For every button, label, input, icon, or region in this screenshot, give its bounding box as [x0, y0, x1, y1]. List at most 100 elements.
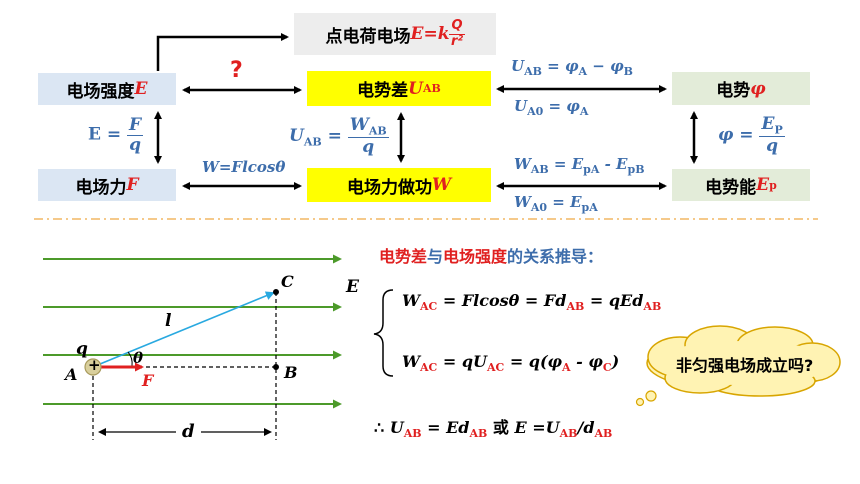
eq-ua0-U: U: [514, 97, 528, 115]
line2-t4: ): [611, 352, 620, 371]
field-work-symbol: W: [431, 175, 452, 195]
point-charge-field-box: 点电荷电场 E = k Q r²: [294, 13, 496, 55]
eq-phi-fraction: EP q: [759, 114, 785, 157]
eq-U-num: WAB: [347, 115, 389, 139]
line1-sub1: AC: [419, 300, 438, 314]
heading-and: 与: [427, 247, 444, 266]
eq-phi-num-E: E: [761, 114, 775, 134]
label-B: B: [284, 363, 298, 382]
label-l: l: [165, 311, 172, 331]
eq-U-den: q: [362, 137, 375, 158]
point-charge-field-E: E: [410, 24, 424, 44]
field-work-text: 电场力做功: [346, 177, 432, 198]
line3-therefore: ∴: [374, 418, 385, 437]
line3-sub4: AB: [594, 427, 613, 441]
eq-phi-lhs: φ =: [718, 125, 754, 146]
point-charge-field-eq: =: [423, 24, 438, 44]
line3-t3: /d: [577, 418, 595, 437]
field-force-symbol: F: [126, 175, 139, 195]
eq-wab-s1: pA: [583, 163, 600, 176]
point-charge-field-text: 点电荷电场: [325, 26, 411, 47]
eq-wa0-mid: = E: [547, 193, 582, 211]
label-E: E: [346, 277, 359, 297]
eq-U-num-sub: AB: [368, 124, 387, 138]
eq-uab-sa: A: [578, 65, 588, 78]
label-F: F: [142, 371, 154, 390]
eq-wab-W: W: [514, 155, 531, 173]
eq-ua0-sa: A: [579, 105, 589, 118]
charge-plus: +: [88, 356, 101, 374]
eq-uab-mid: − φ: [587, 57, 624, 75]
potential-difference-symbol: U: [408, 78, 423, 99]
eq-E-lhs: E =: [88, 124, 122, 145]
eq-uab-sb: B: [623, 65, 633, 78]
eq-Ua0-phiA: UA0 = φA: [514, 97, 588, 118]
derivation-heading: 电势差与电场强度的关系推导：: [379, 243, 603, 267]
heading-potential-diff: 电势差: [379, 247, 428, 266]
eq-wa0-s1: pA: [581, 201, 598, 214]
charge-circle: [84, 358, 102, 376]
label-d: d: [176, 421, 201, 442]
eq-wab-s2: pB: [627, 163, 645, 176]
arrow-strength-to-pointcharge: [156, 33, 289, 71]
eq-U-equals: =: [321, 126, 342, 147]
label-theta: θ: [133, 349, 144, 367]
line2-sub4: C: [602, 361, 612, 375]
l-vector: [99, 291, 275, 365]
line2-sub3: A: [562, 361, 571, 375]
line3-sub3: AB: [559, 427, 578, 441]
cloud-text: 非匀强电场成立吗?: [676, 356, 814, 375]
point-charge-fraction: Q r²: [449, 18, 465, 49]
potential-energy-symbol: E: [756, 175, 770, 195]
derivation-line-3: ∴ UAB = EdAB 或 E =UAB/dAB: [374, 414, 612, 440]
potential-difference-sub: AB: [422, 82, 441, 95]
heading-field-strength: 电场强度: [443, 247, 508, 266]
label-C: C: [281, 272, 294, 291]
eq-U-num-W: W: [349, 115, 369, 135]
eq-ua0-rest: = φ: [543, 97, 580, 115]
question-mark: ?: [230, 58, 243, 83]
field-strength-text: 电场强度: [66, 81, 135, 102]
potential-energy-sub: p: [769, 178, 777, 192]
line3-t2: E =U: [514, 418, 560, 437]
line3-or: 或: [487, 418, 515, 437]
point-charge-numerator: Q: [449, 18, 465, 35]
line2-t1: = qU: [437, 352, 487, 371]
eq-E-fraction: F q: [127, 115, 144, 154]
field-strength-symbol: E: [134, 79, 148, 99]
eq-W-Flcos: W=Flcosθ: [202, 158, 286, 176]
point-B: [273, 364, 279, 370]
line3-sub1: AB: [403, 427, 422, 441]
theta-arc: [127, 351, 133, 367]
potential-difference-text: 电势差: [357, 81, 409, 101]
eq-wab-mid: = E: [548, 155, 584, 173]
eq-Uab-phiA-phiB: UAB = φA − φB: [511, 57, 633, 78]
eq-phi-num: EP: [759, 114, 785, 138]
line1-sub2: AB: [566, 300, 585, 314]
eq-Wab-Epa-Epb: WAB = EpA - EpB: [514, 155, 645, 176]
eq-E-F-over-q: E = F q: [88, 115, 144, 154]
eq-wa0-W: W: [514, 193, 531, 211]
line3-U: U: [384, 418, 404, 437]
label-A: A: [65, 365, 78, 384]
line1-W: W: [402, 291, 420, 310]
eq-U-W-over-q: U AB = WAB q: [289, 116, 389, 157]
eq-U-lhs: U: [289, 126, 304, 147]
point-charge-denominator: r²: [450, 33, 464, 49]
eq-E-num: F: [127, 115, 144, 136]
eq-phi-den: q: [766, 136, 779, 157]
eq-U-fraction: WAB q: [347, 115, 389, 158]
heading-relation: 的关系推导：: [507, 247, 604, 266]
point-C: [273, 289, 279, 295]
line2-sub1: AC: [419, 361, 438, 375]
line2-sub2: AC: [486, 361, 505, 375]
line3-sub2: AB: [469, 427, 488, 441]
label-q: q: [76, 339, 88, 359]
